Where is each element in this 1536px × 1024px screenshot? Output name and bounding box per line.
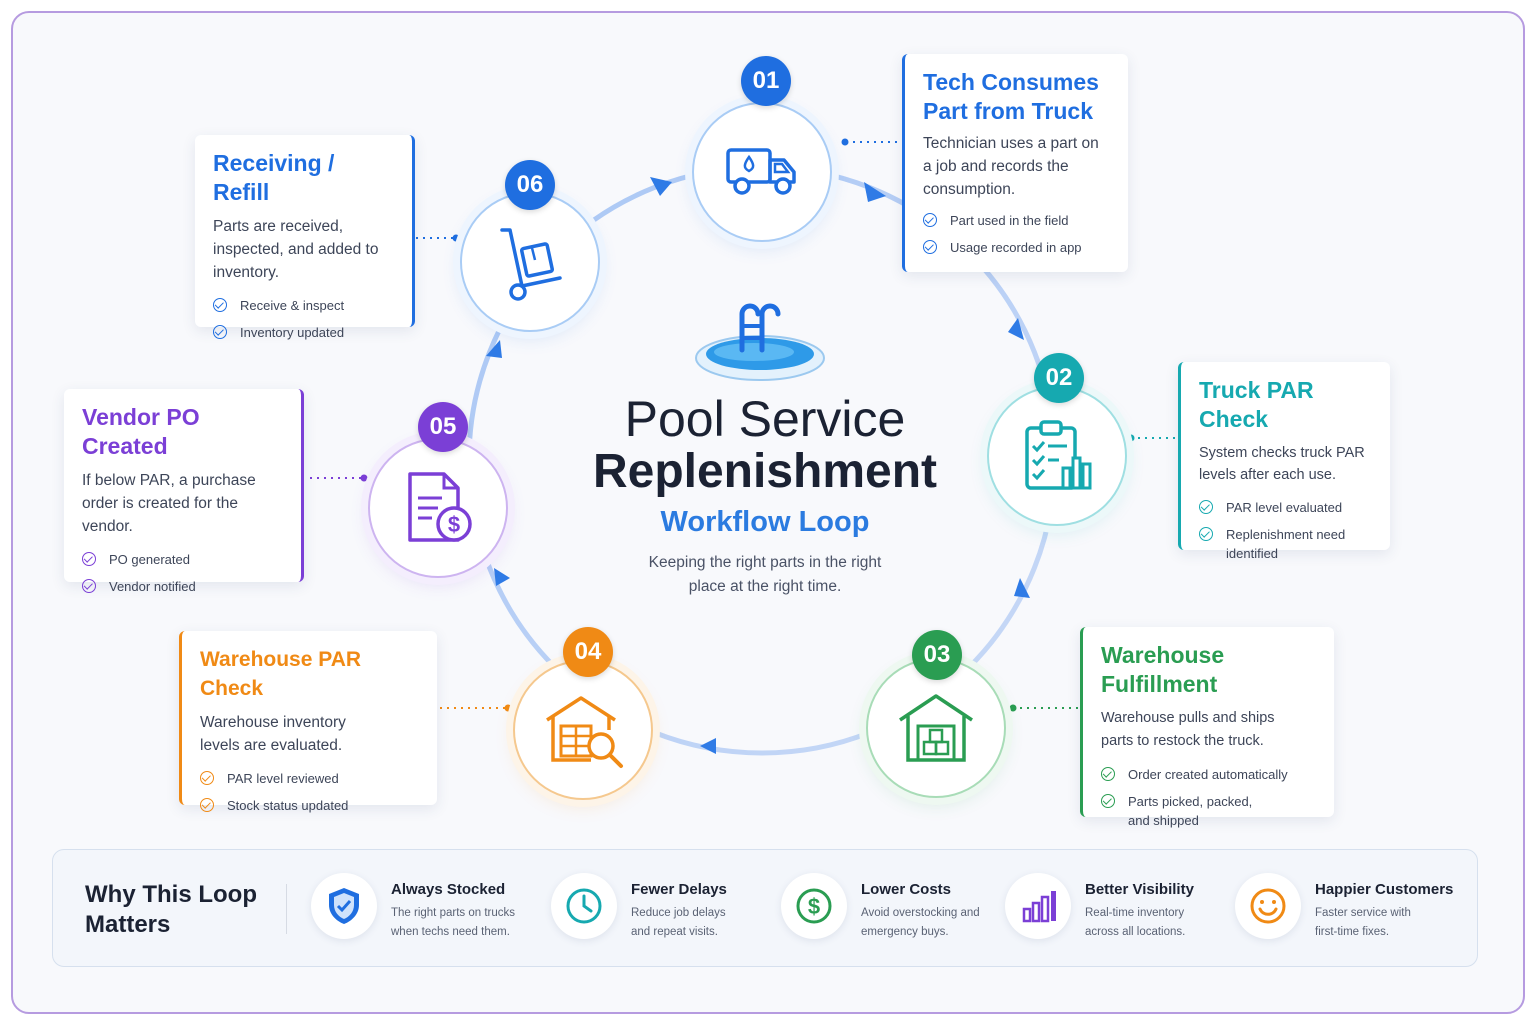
checklist-item: Order created automatically bbox=[1101, 765, 1316, 784]
step-03-desc: Warehouse pulls and ships parts to resto… bbox=[1101, 710, 1275, 749]
benefit-desc: Real-time inventory across all locations… bbox=[1085, 907, 1186, 938]
delivery-truck-icon bbox=[726, 148, 796, 195]
benefit-icon-wrap bbox=[311, 873, 377, 939]
checklist-item: Stock status updated bbox=[200, 796, 419, 815]
step-06-checklist: Receive & inspect Inventory updated bbox=[213, 296, 394, 342]
step-04-node bbox=[513, 660, 653, 800]
step-05-title: Vendor PO Created bbox=[82, 404, 200, 459]
step-02-node bbox=[987, 386, 1127, 526]
checklist-item: Part used in the field bbox=[923, 211, 1110, 230]
step-03-card: Warehouse Fulfillment Warehouse pulls an… bbox=[1080, 627, 1334, 828]
svg-text:$: $ bbox=[808, 894, 820, 919]
step-04-title: Warehouse PAR Check bbox=[200, 648, 362, 700]
divider bbox=[286, 884, 287, 934]
step-06-desc: Parts are received, inspected, and added… bbox=[213, 218, 379, 281]
checklist-item: Replenishment need identified bbox=[1199, 525, 1372, 563]
step-03-badge: 03 bbox=[912, 630, 962, 680]
step-05-card: Vendor PO Created If below PAR, a purcha… bbox=[64, 389, 304, 594]
check-circle-icon bbox=[213, 325, 227, 339]
title-line-3: Workflow Loop bbox=[660, 506, 870, 538]
step-02-card: Truck PAR Check System checks truck PAR … bbox=[1178, 362, 1390, 561]
check-circle-icon bbox=[82, 552, 96, 566]
step-05-node: $ bbox=[368, 438, 508, 578]
check-circle-icon bbox=[1101, 767, 1115, 781]
clipboard-chart-icon bbox=[1025, 420, 1092, 490]
check-circle-icon bbox=[1199, 500, 1213, 514]
step-04-card: Warehouse PAR Check Warehouse inventory … bbox=[179, 631, 437, 813]
smiley-icon bbox=[1250, 888, 1286, 924]
clock-icon bbox=[566, 888, 602, 924]
checklist-item: PAR level reviewed bbox=[200, 769, 419, 788]
check-circle-icon bbox=[213, 298, 227, 312]
benefit-desc: Faster service with first-time fixes. bbox=[1315, 907, 1411, 938]
check-circle-icon bbox=[200, 798, 214, 812]
step-04-checklist: PAR level reviewed Stock status updated bbox=[200, 769, 419, 815]
checklist-item: Vendor notified bbox=[82, 577, 283, 596]
step-06-node bbox=[460, 192, 600, 332]
shield-check-icon bbox=[329, 888, 359, 924]
check-circle-icon bbox=[923, 240, 937, 254]
step-01-title: Tech Consumes Part from Truck bbox=[923, 69, 1099, 124]
benefit-title: Always Stocked bbox=[391, 881, 506, 898]
benefit-desc: Avoid overstocking and emergency buys. bbox=[861, 907, 980, 938]
benefit-icon-wrap bbox=[551, 873, 617, 939]
invoice-dollar-icon: $ bbox=[408, 472, 472, 542]
checklist-item: Parts picked, packed, and shipped bbox=[1101, 792, 1316, 830]
check-circle-icon bbox=[1199, 527, 1213, 541]
benefit-icon-wrap bbox=[1235, 873, 1301, 939]
dollar-circle-icon: $ bbox=[796, 888, 832, 924]
step-01-desc: Technician uses a part on a job and reco… bbox=[923, 135, 1099, 198]
step-05-badge: 05 bbox=[418, 402, 468, 452]
step-05-checklist: PO generated Vendor notified bbox=[82, 550, 283, 596]
benefit-title: Better Visibility bbox=[1085, 881, 1194, 898]
why-title: Why This Loop Matters bbox=[85, 881, 257, 938]
hand-truck-icon bbox=[500, 228, 562, 301]
checklist-item: PAR level evaluated bbox=[1199, 498, 1372, 517]
step-03-node bbox=[866, 658, 1006, 798]
checklist-item: Usage recorded in app bbox=[923, 238, 1110, 257]
checklist-item: Inventory updated bbox=[213, 323, 394, 342]
warehouse-search-icon bbox=[546, 696, 623, 768]
benefit-icon-wrap: $ bbox=[781, 873, 847, 939]
step-01-badge: 01 bbox=[741, 56, 791, 106]
benefit-desc: The right parts on trucks when techs nee… bbox=[391, 907, 515, 938]
benefit-desc: Reduce job delays and repeat visits. bbox=[631, 907, 726, 938]
step-06-badge: 06 bbox=[505, 160, 555, 210]
step-01-node bbox=[692, 102, 832, 242]
bar-chart-icon bbox=[1022, 891, 1056, 923]
warehouse-icon bbox=[899, 694, 973, 762]
benefit-icon-wrap bbox=[1005, 873, 1071, 939]
check-circle-icon bbox=[82, 579, 96, 593]
pool-icon bbox=[695, 303, 825, 381]
step-03-title: Warehouse Fulfillment bbox=[1101, 642, 1225, 697]
title-line-2: Replenishment bbox=[592, 445, 938, 498]
benefit-title: Lower Costs bbox=[861, 881, 952, 898]
check-circle-icon bbox=[923, 213, 937, 227]
step-02-desc: System checks truck PAR levels after eac… bbox=[1199, 445, 1365, 483]
step-03-checklist: Order created automatically Parts picked… bbox=[1101, 765, 1316, 830]
subtitle: Keeping the right parts in the right pla… bbox=[648, 554, 882, 595]
step-04-badge: 04 bbox=[563, 627, 613, 677]
step-06-card: Receiving / Refill Parts are received, i… bbox=[195, 135, 415, 340]
step-04-desc: Warehouse inventory levels are evaluated… bbox=[200, 714, 346, 754]
step-01-card: Tech Consumes Part from Truck Technician… bbox=[902, 54, 1128, 272]
checklist-item: Receive & inspect bbox=[213, 296, 394, 315]
center-title-block: Pool Service Replenishment Workflow Loop… bbox=[580, 300, 950, 599]
why-panel: Why This Loop Matters Always Stocked The… bbox=[52, 849, 1478, 967]
check-circle-icon bbox=[1101, 794, 1115, 808]
checklist-item: PO generated bbox=[82, 550, 283, 569]
benefit-title: Happier Customers bbox=[1315, 881, 1454, 898]
check-circle-icon bbox=[200, 771, 214, 785]
title-line-1: Pool Service bbox=[624, 391, 906, 447]
step-02-title: Truck PAR Check bbox=[1199, 377, 1314, 432]
step-02-checklist: PAR level evaluated Replenishment need i… bbox=[1199, 498, 1372, 563]
step-06-title: Receiving / Refill bbox=[213, 150, 335, 205]
step-02-badge: 02 bbox=[1034, 353, 1084, 403]
step-05-desc: If below PAR, a purchase order is create… bbox=[82, 472, 256, 535]
svg-text:$: $ bbox=[448, 512, 460, 537]
step-01-checklist: Part used in the field Usage recorded in… bbox=[923, 211, 1110, 257]
benefit-title: Fewer Delays bbox=[631, 881, 727, 898]
